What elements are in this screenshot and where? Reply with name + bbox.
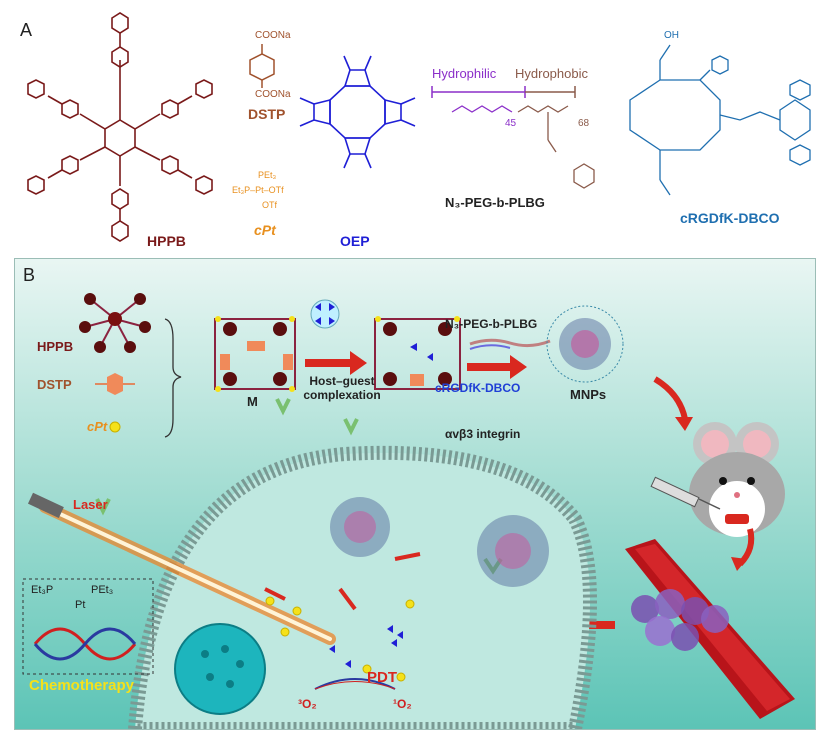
syringe-icon	[650, 476, 721, 510]
hppb-label: HPPB	[147, 233, 186, 249]
cpt-label: cPt	[254, 222, 276, 238]
panel-a-label: A	[20, 20, 33, 40]
oep-guest-icon	[310, 299, 340, 329]
arrow-1	[305, 351, 367, 375]
mnp-icon	[546, 305, 624, 383]
cpt-otf: OTf	[262, 200, 277, 210]
peg-repeat: 45	[505, 118, 517, 129]
cpt-icon	[109, 421, 121, 433]
chemo-box	[22, 578, 154, 675]
crgd-label: cRGDfK-DBCO	[680, 210, 780, 226]
dstp-structure	[249, 44, 275, 88]
laser-beam	[27, 492, 336, 645]
cage-m	[214, 316, 296, 392]
b-m-label: M	[247, 394, 258, 409]
hppb-structure	[27, 12, 213, 242]
dstp-top-group: COONa	[255, 30, 291, 41]
dstp-icon	[95, 373, 135, 395]
b-crgd-label: cRGDfK-DBCO	[435, 381, 521, 395]
host-guest-label: Host–guest complexation	[303, 374, 381, 402]
b-peg-label: N₃-PEG-b-PLBG	[445, 317, 538, 331]
plbg-repeat: 68	[578, 118, 590, 129]
chemo-pet3: PEt₃	[91, 584, 114, 596]
o2-singlet: ¹O₂	[393, 697, 412, 711]
cpt-pet3: PEt₃	[258, 170, 277, 180]
nucleus-icon	[174, 623, 266, 715]
peg-plbg-label: N₃-PEG-b-PLBG	[445, 195, 545, 210]
chemo-et3p: Et₃P	[31, 584, 54, 596]
peg-plbg-structure	[431, 86, 595, 189]
arrow-2	[467, 355, 527, 379]
b-hppb-label: HPPB	[37, 339, 74, 354]
oep-label: OEP	[340, 233, 370, 249]
crgd-oh: OH	[664, 30, 679, 41]
chemotherapy-label: Chemotherapy	[29, 677, 135, 694]
panel-b-label: B	[23, 265, 36, 285]
panel-a: A	[0, 0, 826, 258]
dstp-label: DSTP	[248, 106, 286, 122]
mouse-icon	[689, 422, 785, 537]
laser-label: Laser	[73, 497, 108, 512]
b-dstp-label: DSTP	[37, 377, 72, 392]
crgd-structure	[629, 44, 811, 196]
hppb-icon	[79, 293, 151, 353]
pdt-label: PDT	[367, 669, 397, 686]
panel-b-graphics	[22, 293, 795, 729]
blood-vessel	[625, 539, 795, 719]
mnps-label: MNPs	[570, 387, 607, 402]
hydrophobic-label: Hydrophobic	[515, 66, 588, 81]
cpt-core: Et₃P–Pt–OTf	[232, 185, 284, 195]
oep-structure	[299, 55, 416, 169]
dstp-bottom-group: COONa	[255, 89, 291, 100]
panel-b: B	[14, 258, 816, 730]
arrow-3	[653, 376, 688, 420]
chemo-pt: Pt	[75, 599, 86, 611]
o2-triplet: ³O₂	[298, 697, 317, 711]
integrin-label: αvβ3 integrin	[445, 427, 521, 441]
host-guest-complex	[374, 316, 461, 390]
hydrophilic-label: Hydrophilic	[432, 66, 497, 81]
b-cpt-label: cPt	[87, 419, 108, 434]
